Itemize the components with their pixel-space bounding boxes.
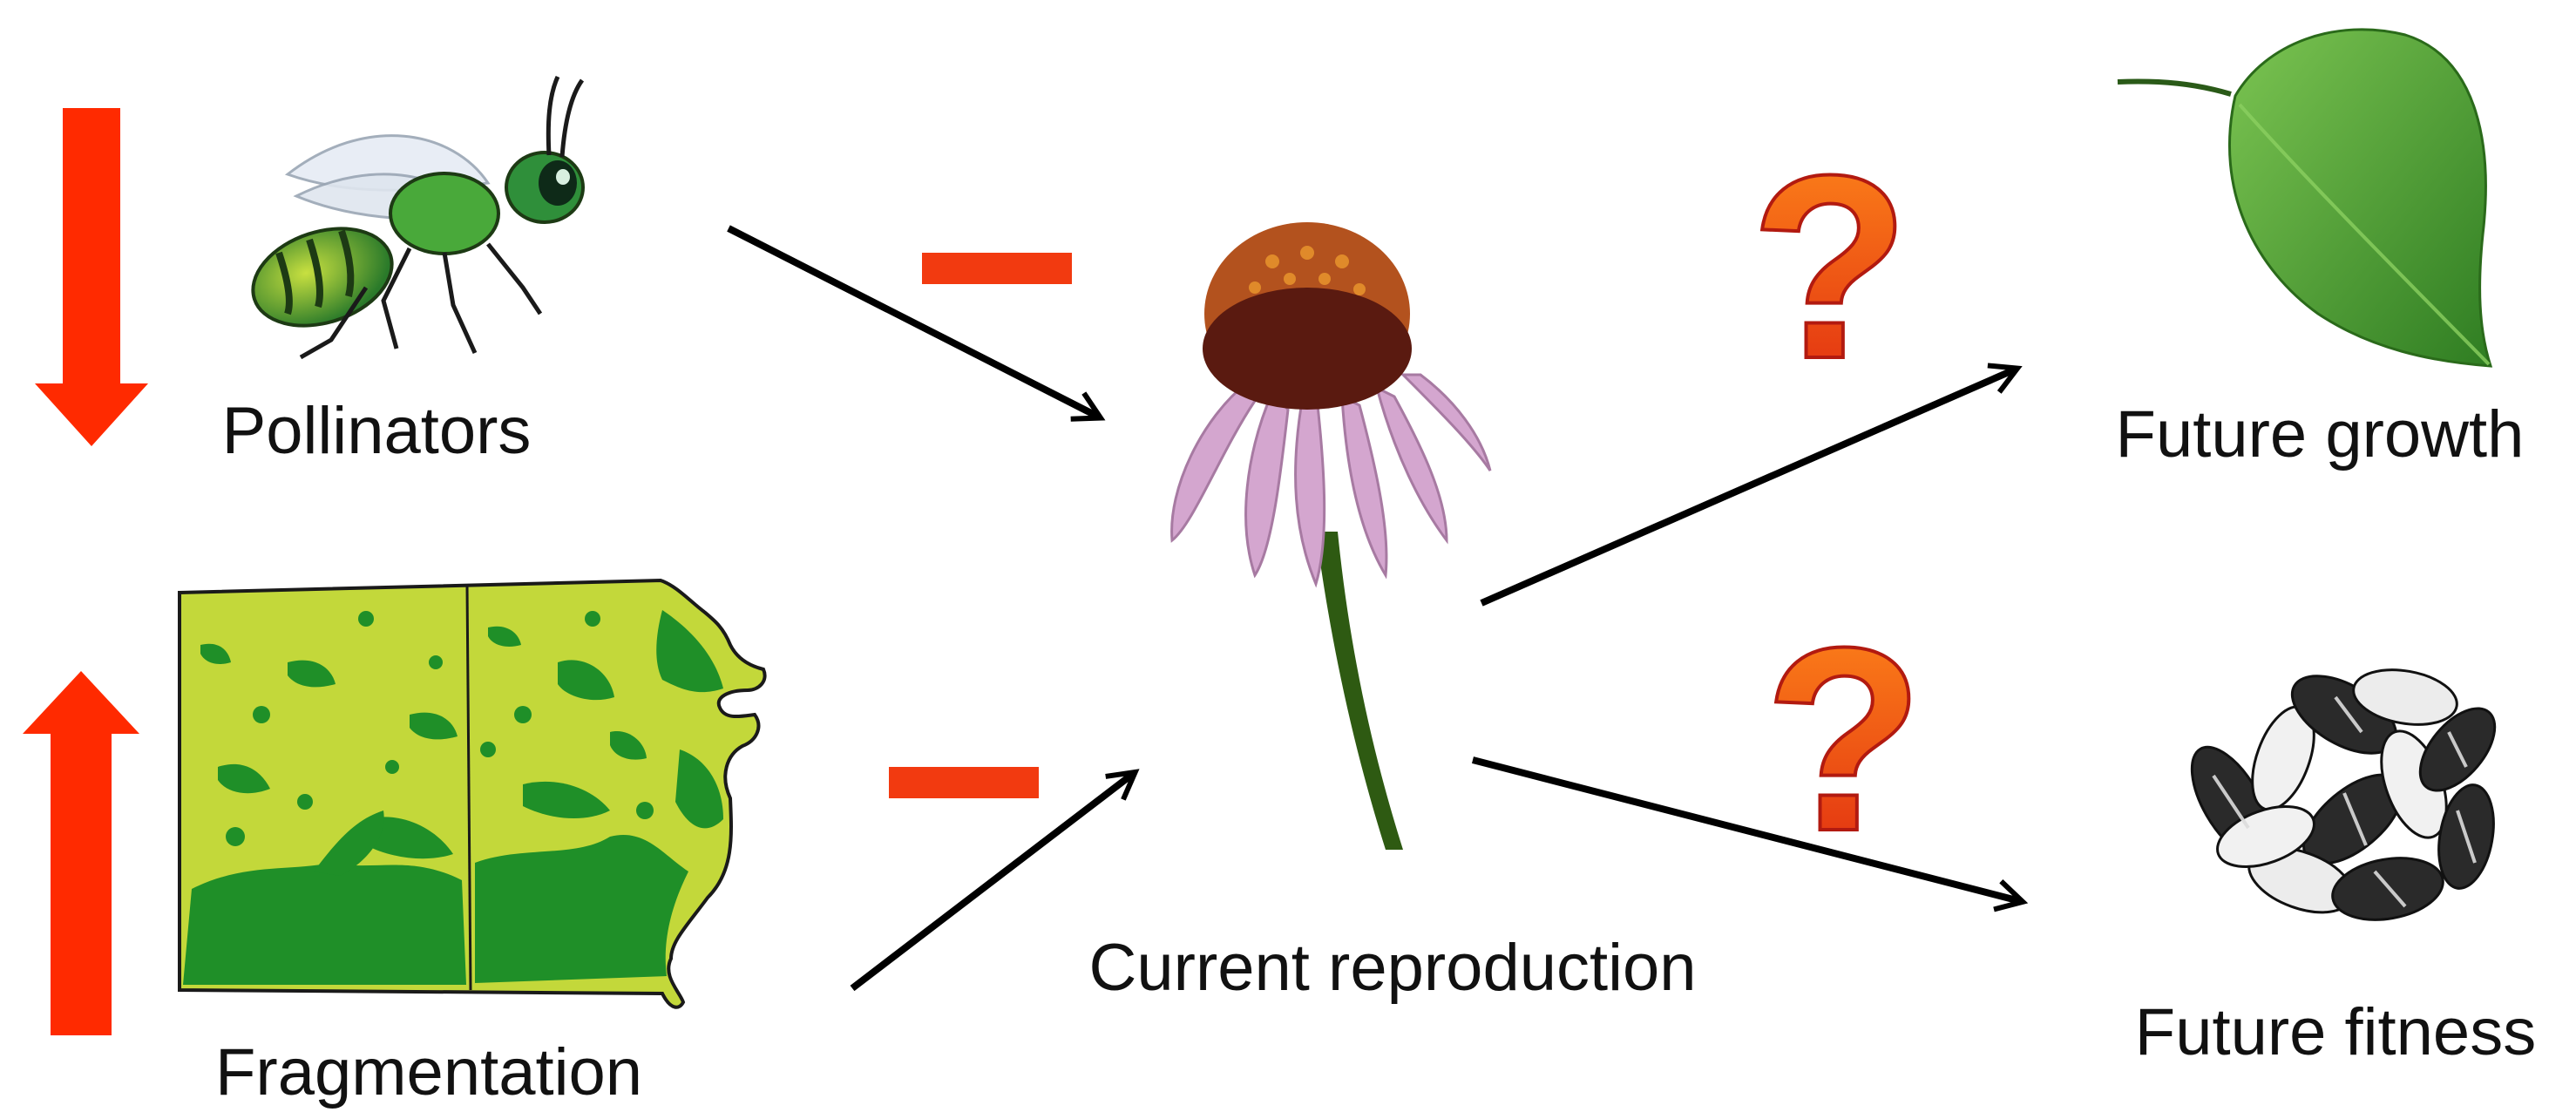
- wasp-icon: [241, 77, 583, 357]
- seeds-icon: [2176, 661, 2509, 928]
- fragmented-landscape-map-icon: [180, 580, 765, 1007]
- coneflower-icon: [1172, 222, 1490, 850]
- future-growth-label: Future growth: [2116, 397, 2525, 471]
- edge-reproduction-to-growth: [1481, 370, 2015, 603]
- question-mark-icon: ?: [1750, 120, 1909, 413]
- pollinators-label: Pollinators: [222, 394, 532, 468]
- increase-arrow-icon: [23, 671, 139, 1035]
- leaf-icon: [2118, 30, 2491, 366]
- edge-reproduction-to-fitness: [1473, 760, 2020, 901]
- minus-sign-icon: [889, 767, 1039, 798]
- fragmentation-label: Fragmentation: [215, 1035, 642, 1109]
- minus-sign-icon: [922, 253, 1072, 284]
- decrease-arrow-icon: [35, 108, 148, 446]
- future-fitness-label: Future fitness: [2135, 995, 2536, 1069]
- question-mark-icon: ?: [1764, 593, 1923, 885]
- current-reproduction-label: Current reproduction: [1088, 931, 1696, 1005]
